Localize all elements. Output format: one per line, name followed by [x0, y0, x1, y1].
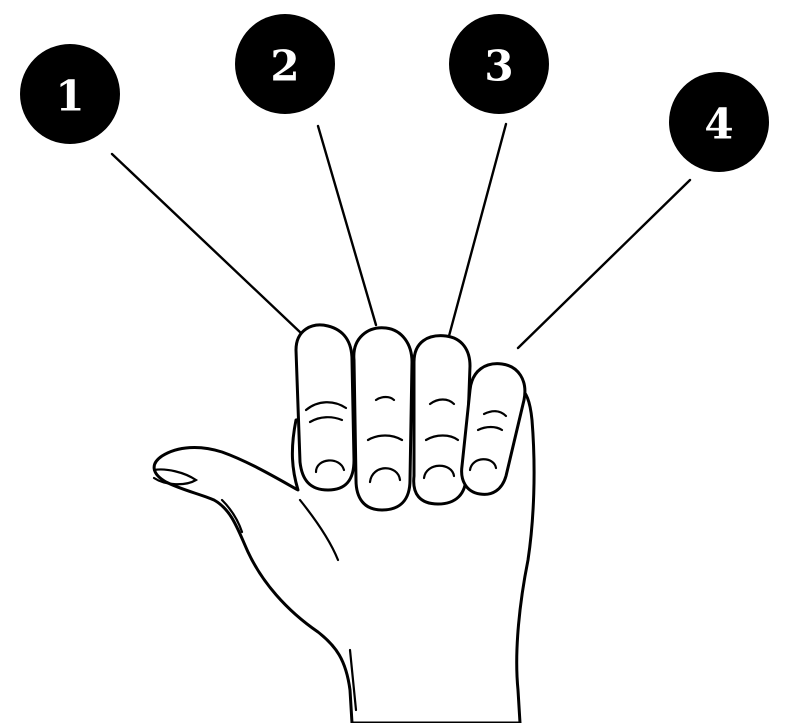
badge-2: 2 — [235, 14, 335, 114]
badge-4-label: 4 — [704, 100, 733, 149]
leader-lines — [112, 124, 690, 348]
leader-line-3 — [449, 124, 506, 336]
finger-2 — [354, 328, 412, 510]
badge-2-label: 2 — [270, 42, 299, 91]
badge-1: 1 — [20, 44, 120, 144]
badge-3-label: 3 — [484, 42, 513, 91]
badge-4: 4 — [669, 72, 769, 172]
leader-line-1 — [112, 154, 302, 334]
leader-line-4 — [518, 180, 690, 348]
badge-3: 3 — [449, 14, 549, 114]
badge-1-label: 1 — [55, 72, 84, 121]
leader-line-2 — [318, 126, 376, 325]
hand-illustration — [154, 325, 534, 723]
